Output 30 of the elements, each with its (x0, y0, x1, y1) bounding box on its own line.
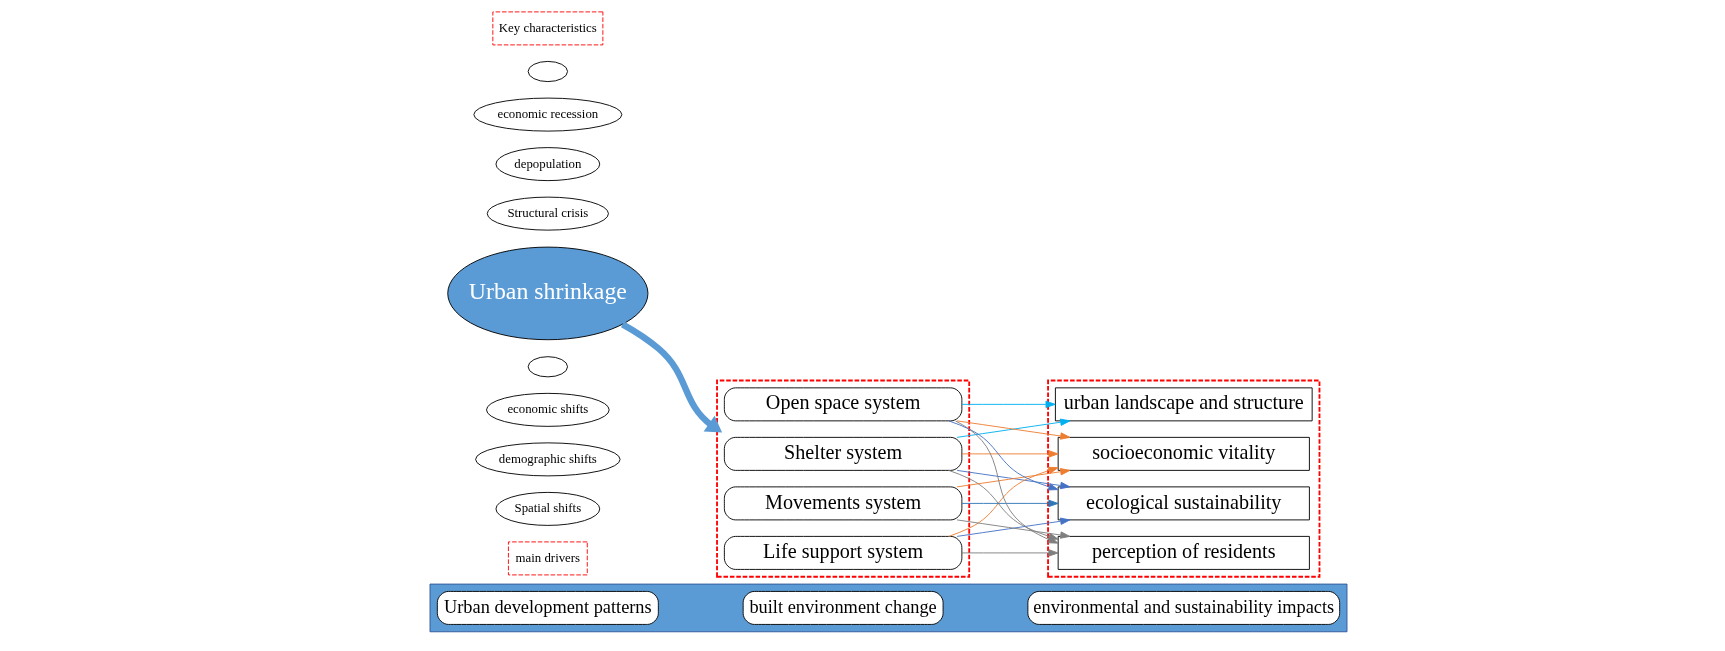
arrow (620, 321, 723, 433)
node-ellipse: economic shifts (486, 392, 610, 427)
node-ellipse: demographic shifts (475, 442, 621, 477)
node-box: socioeconomic vitality (1057, 436, 1310, 471)
node-ellipse: Structural crisis (486, 196, 609, 231)
arrow (961, 499, 1059, 508)
node-box: Life support system (723, 535, 963, 570)
node-box: urban landscape and structure (1054, 387, 1313, 422)
node-box: main drivers (507, 541, 588, 576)
node-box: Urban development patterns (436, 590, 659, 625)
node-ellipse: Spatial shifts (495, 491, 601, 526)
node-box: Open space system (723, 387, 963, 422)
node-ellipse (527, 356, 568, 378)
node-box: environmental and sustainability impacts (1027, 590, 1341, 625)
cluster (716, 379, 971, 578)
node-box: ecological sustainability (1057, 486, 1310, 521)
arrow (961, 450, 1059, 458)
node-box: Movements system (723, 486, 963, 521)
node-ellipse: Urban shrinkage (447, 246, 649, 341)
node-ellipse: depopulation (495, 147, 601, 182)
node-box: Shelter system (723, 436, 963, 471)
node-ellipse: economic recession (473, 97, 623, 132)
arrow (948, 420, 1059, 491)
node-ellipse (527, 60, 568, 83)
node-box: perception of residents (1057, 535, 1310, 570)
node-box: Key characteristics (492, 11, 604, 46)
node-box: built environment change (742, 590, 944, 625)
arrow (961, 400, 1056, 409)
cluster (429, 583, 1348, 633)
arrow (961, 549, 1059, 557)
